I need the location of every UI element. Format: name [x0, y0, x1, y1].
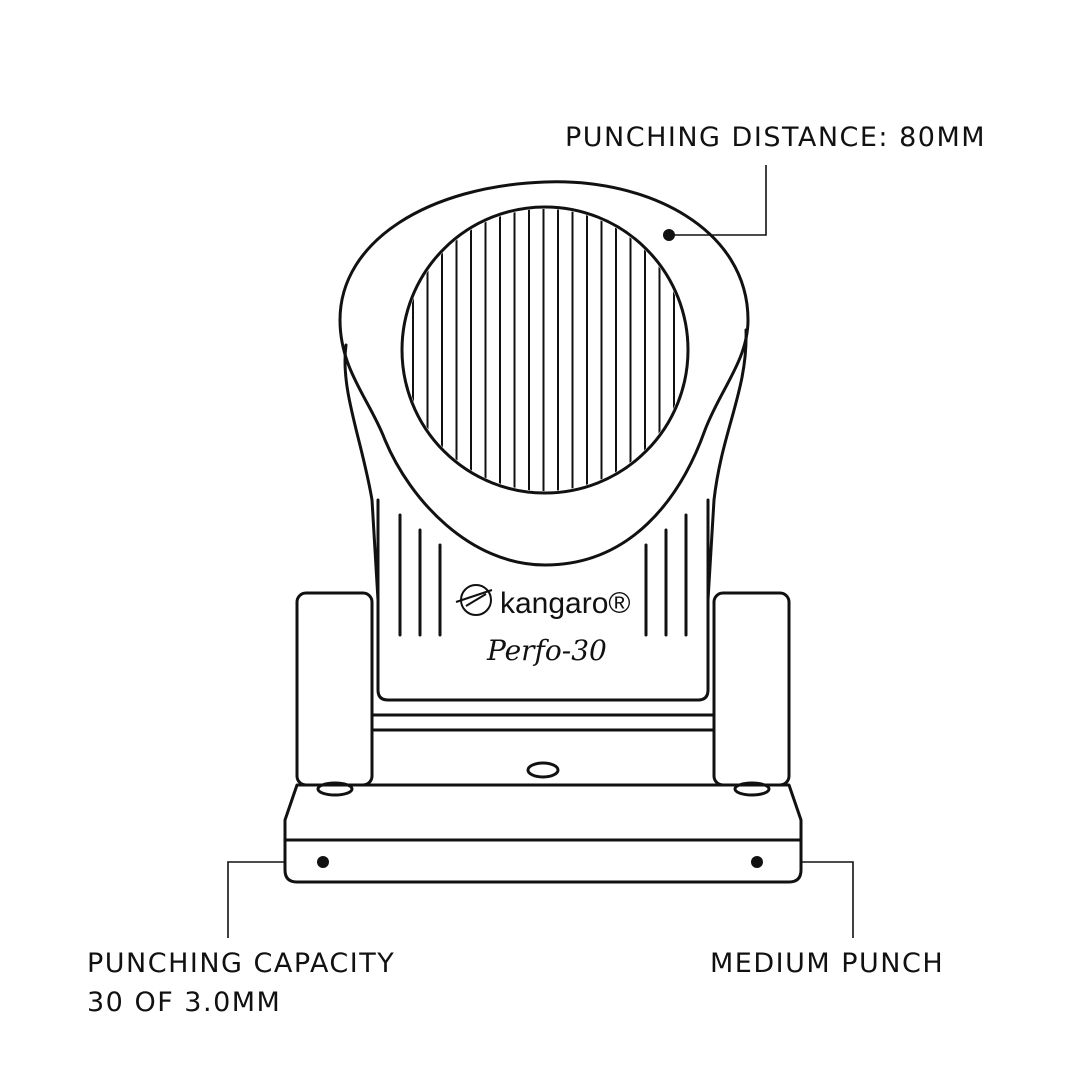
left-foot [316, 781, 354, 797]
model-name: Perfo-30 [486, 634, 607, 667]
kangaro-logo-icon [455, 584, 493, 616]
type-leader-line [801, 861, 854, 938]
grip-lines [398, 513, 688, 637]
punching-capacity-value: 30 OF 3.0MM [87, 987, 282, 1018]
punch-window [400, 205, 690, 495]
punch-rails [370, 713, 716, 732]
brand-logo-text: kangaro® [500, 587, 631, 620]
distance-leader-line [669, 165, 767, 236]
punch-neck-left [343, 343, 380, 602]
left-hole-dot [317, 856, 329, 868]
capacity-leader-line [227, 861, 285, 938]
punch-type-label: MEDIUM PUNCH [710, 948, 945, 979]
right-foot [733, 781, 771, 797]
punch-neck-right [706, 328, 748, 602]
punch-base [283, 783, 803, 884]
punching-capacity-label: PUNCHING CAPACITY [87, 948, 396, 979]
left-side-block [295, 591, 374, 787]
window-stripes [412, 209, 675, 491]
punch-handle-head [338, 180, 750, 567]
punching-distance-label: PUNCHING DISTANCE: 80MM [565, 122, 987, 153]
center-guide [526, 761, 560, 779]
punch-body [376, 498, 710, 702]
right-side-block [712, 591, 791, 787]
right-hole-dot [751, 856, 763, 868]
